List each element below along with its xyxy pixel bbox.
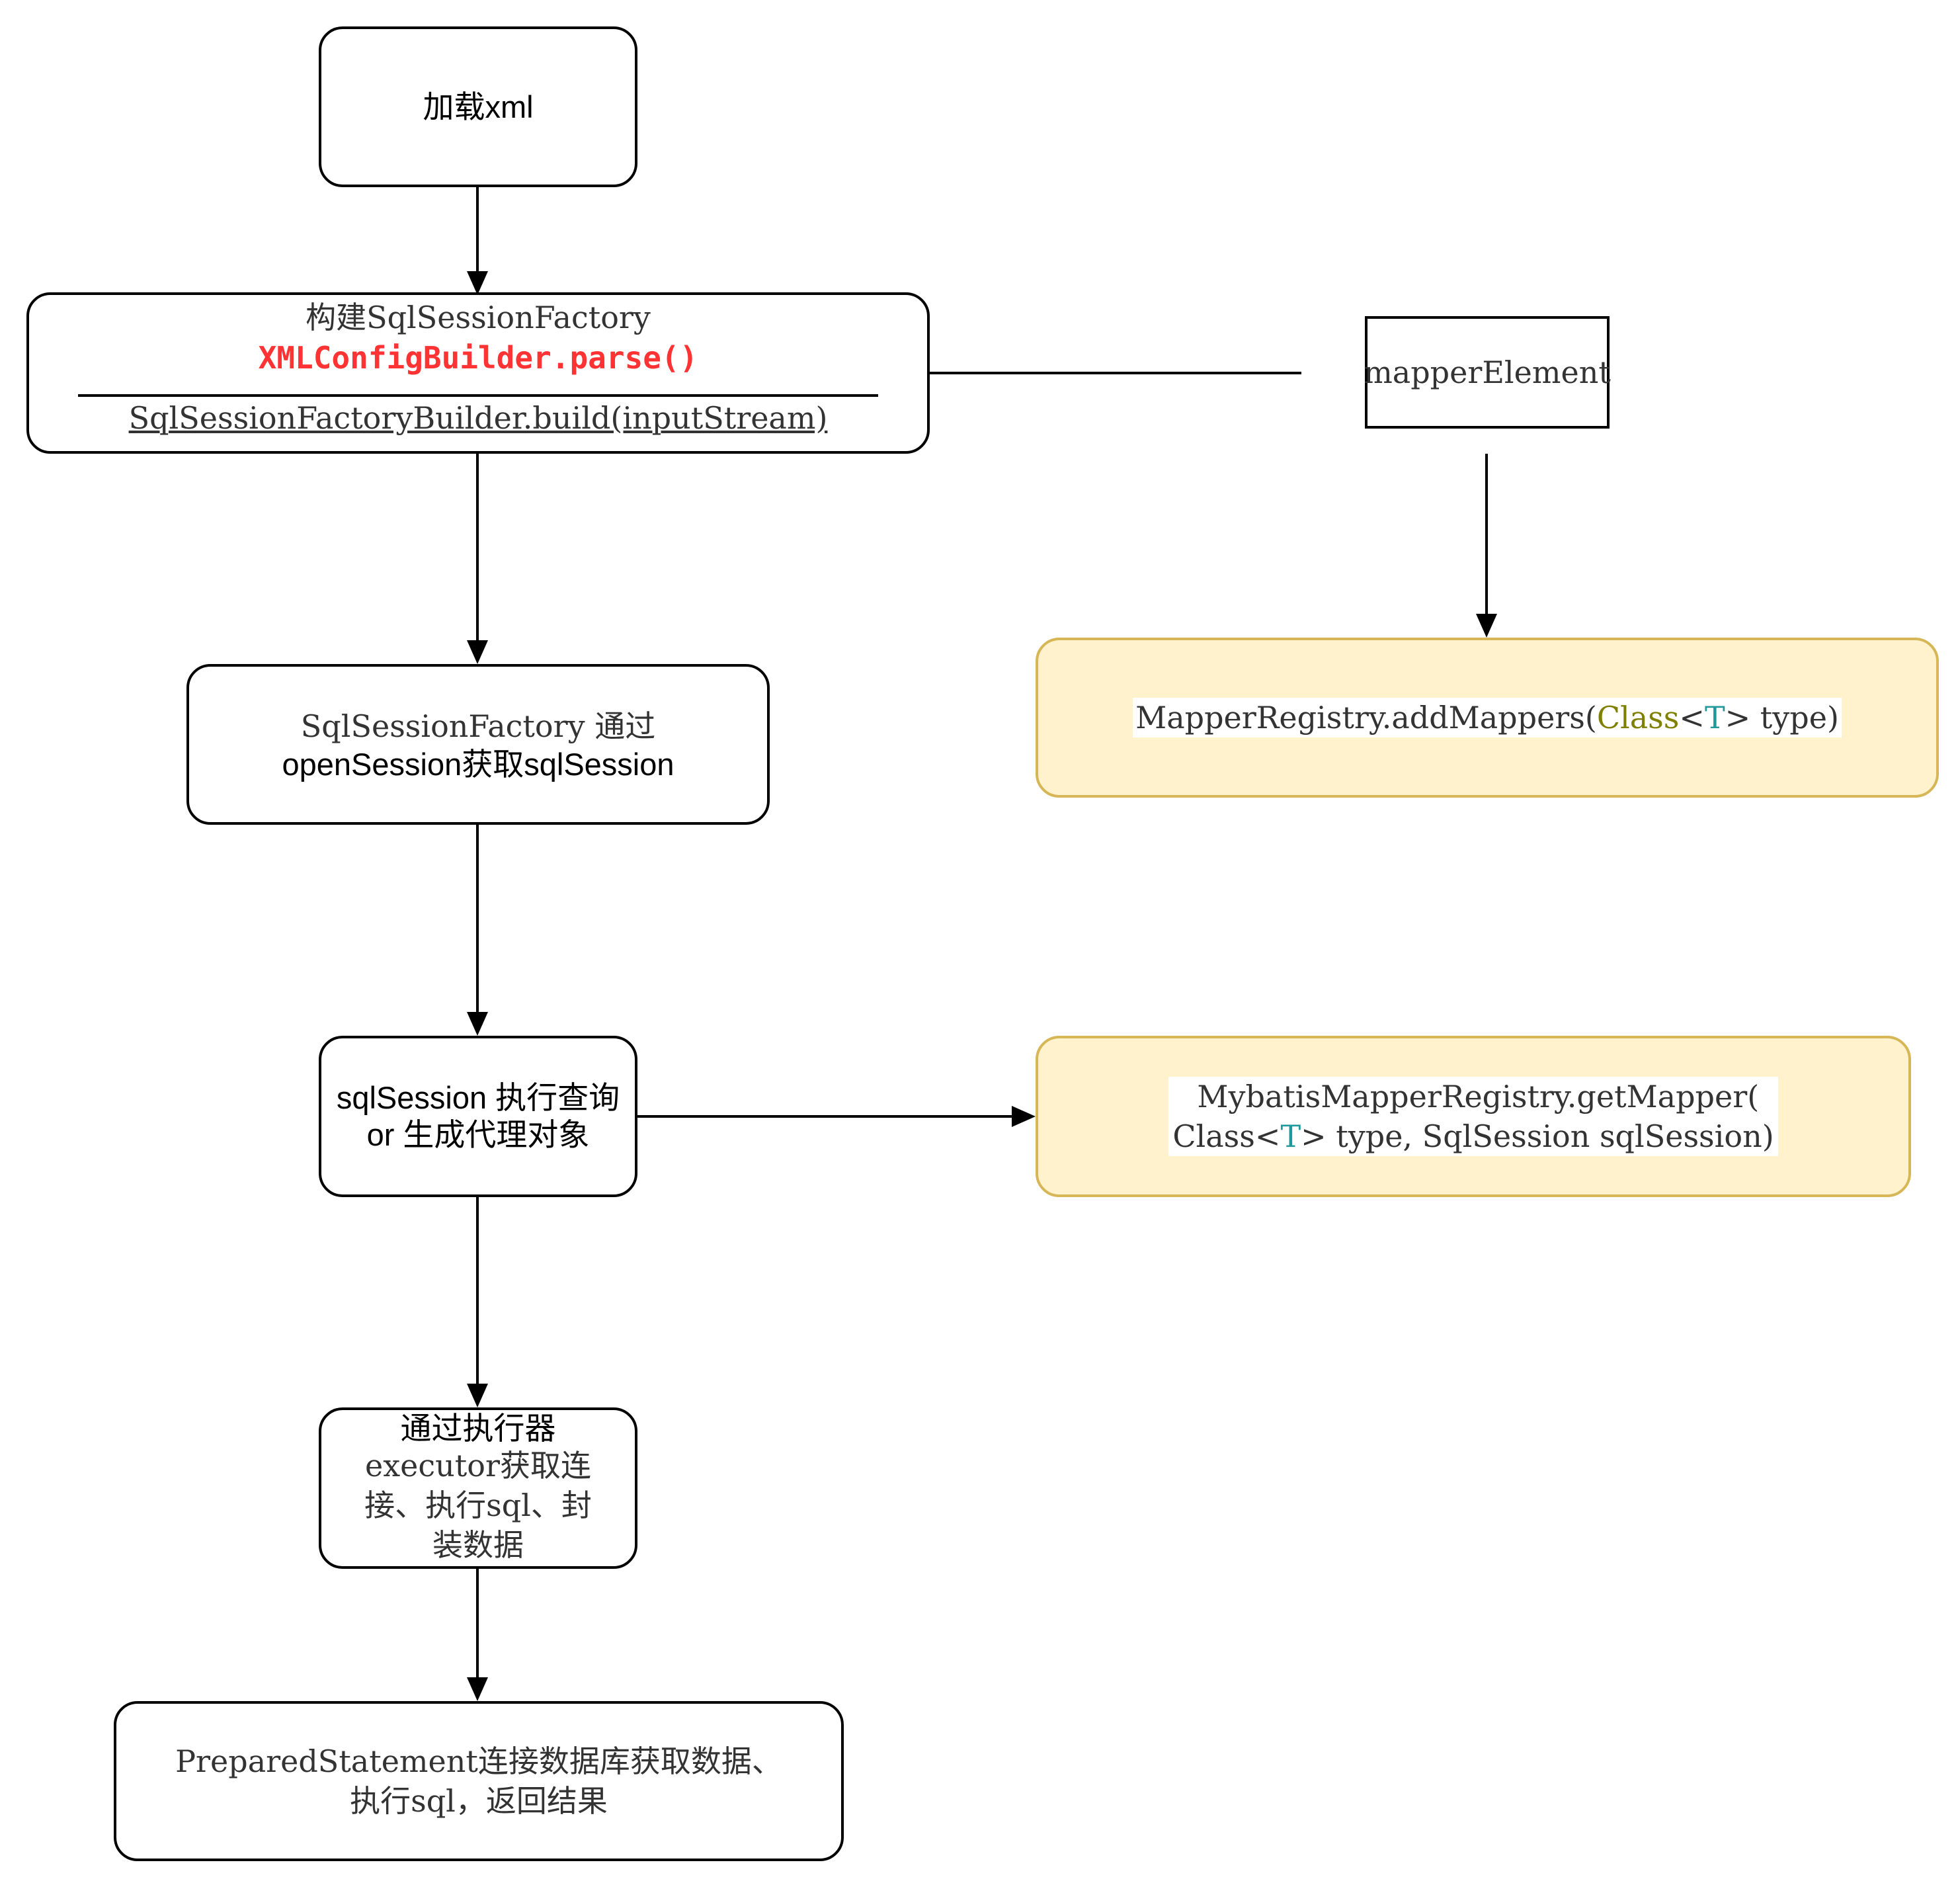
node-mapper-element: mapperElement — [1364, 316, 1611, 429]
node-load-xml: 加载xml — [319, 26, 637, 187]
node-prepared-statement-line2: 执行sql，返回结果 — [350, 1783, 608, 1819]
node-build-factory-builder-call: SqlSessionFactoryBuilder.build(inputStre… — [128, 400, 828, 436]
node-executor: 通过执行器 executor获取连 接、执行sql、封 装数据 — [319, 1407, 637, 1569]
add-mappers-suffix: type — [1750, 700, 1827, 735]
node-get-mapper: MybatisMapperRegistry.getMapper( Class<T… — [1036, 1036, 1911, 1197]
node-open-session-line1: SqlSessionFactory 通过 — [300, 708, 656, 744]
node-build-factory-divider — [78, 394, 878, 397]
node-executor-line2: executor获取连 — [365, 1448, 591, 1484]
node-execute-query: sqlSession 执行查询 or 生成代理对象 — [319, 1036, 637, 1197]
node-build-factory: 构建SqlSessionFactory XMLConfigBuilder.par… — [26, 292, 930, 454]
node-get-mapper-line1: MybatisMapperRegistry.getMapper( — [1187, 1079, 1760, 1114]
arrow-open-session-to-execute — [467, 825, 488, 1036]
add-mappers-close: ) — [1826, 700, 1839, 735]
node-build-factory-title: 构建SqlSessionFactory — [306, 300, 651, 335]
node-add-mappers: MapperRegistry.addMappers(Class<T> type) — [1036, 638, 1939, 798]
node-executor-line3: 接、执行sql、封 — [364, 1487, 592, 1523]
node-add-mappers-label: MapperRegistry.addMappers(Class<T> type) — [1133, 698, 1842, 737]
node-executor-line1: 通过执行器 — [400, 1411, 556, 1446]
add-mappers-type-param: T — [1704, 700, 1725, 735]
node-load-xml-label: 加载xml — [423, 89, 534, 124]
arrow-executor-to-prepared-statement — [467, 1569, 488, 1701]
arrow-mapper-element-to-add-mappers — [1476, 454, 1497, 638]
add-mappers-lt: < — [1679, 700, 1705, 735]
add-mappers-class: Class — [1596, 700, 1680, 735]
node-prepared-statement: PreparedStatement连接数据库获取数据、 执行sql，返回结果 — [114, 1701, 844, 1861]
node-executor-line4: 装数据 — [432, 1527, 524, 1563]
arrow-build-to-open-session — [467, 454, 488, 664]
arrow-execute-to-executor — [467, 1197, 488, 1407]
add-mappers-gt: > — [1725, 700, 1751, 735]
node-mapper-element-label: mapperElement — [1364, 355, 1611, 390]
node-build-factory-parse-call: XMLConfigBuilder.parse() — [258, 340, 698, 376]
node-open-session: SqlSessionFactory 通过 openSession获取sqlSes… — [186, 664, 770, 825]
get-mapper-args: > type, SqlSession sqlSession) — [1301, 1118, 1774, 1154]
add-mappers-prefix: MapperRegistry.addMappers( — [1135, 700, 1597, 735]
get-mapper-type-param: T — [1280, 1118, 1301, 1154]
node-open-session-line2: openSession获取sqlSession — [282, 746, 674, 782]
arrow-load-to-build — [467, 187, 488, 295]
node-execute-query-line1: sqlSession 执行查询 — [336, 1080, 620, 1115]
node-prepared-statement-line1: PreparedStatement连接数据库获取数据、 — [175, 1743, 782, 1779]
arrow-execute-to-get-mapper — [637, 1106, 1036, 1127]
node-execute-query-line2: or 生成代理对象 — [366, 1117, 590, 1152]
get-mapper-class: Class< — [1172, 1118, 1281, 1154]
node-get-mapper-line2: Class<T> type, SqlSession sqlSession) — [1172, 1116, 1774, 1156]
